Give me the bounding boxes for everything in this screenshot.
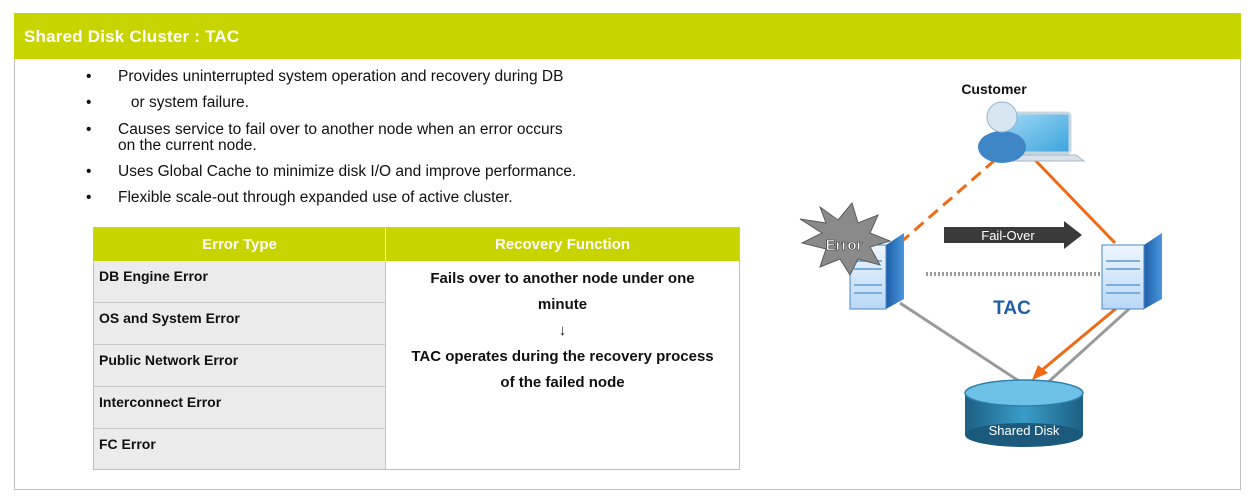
page-title: Shared Disk Cluster : TAC (24, 27, 240, 46)
table-row: FC Error (94, 429, 386, 469)
right-server-icon (1101, 233, 1162, 310)
recovery-function-cell: Fails over to another node under one min… (386, 261, 739, 469)
failover-disk-link (1041, 299, 1126, 372)
failover-arrowhead (1032, 365, 1048, 380)
recovery-line: TAC operates during the recovery process (411, 348, 714, 365)
tac-diagram: Shared Disk Error Fail-Over TAC Customer (799, 81, 1162, 447)
left-node-disk-link (899, 301, 1026, 387)
customer-person-icon (978, 101, 1026, 163)
bullet-marker: • (86, 68, 92, 85)
bullet-marker: • (86, 189, 92, 206)
table-row: Public Network Error (94, 345, 386, 387)
bullet-text: or system failure. (118, 94, 249, 111)
customer-label: Customer (961, 81, 1027, 97)
header-bar: Shared Disk Cluster : TAC (14, 13, 1241, 59)
error-label: Error (826, 237, 863, 254)
error-recovery-table: Error Type Recovery Function DB Engine E… (93, 227, 740, 470)
bullet-marker: • (86, 121, 92, 138)
bullet-marker: • (86, 163, 92, 180)
bullet-text: on the current node. (118, 137, 257, 154)
column-header-error-type: Error Type (94, 228, 386, 261)
right-node-disk-link (1043, 297, 1142, 387)
bullet-text: Causes service to fail over to another n… (118, 121, 563, 138)
table-row: OS and System Error (94, 303, 386, 345)
shared-disk-icon (964, 379, 1084, 447)
down-arrow: ↓ (558, 322, 567, 339)
tac-label: TAC (993, 298, 1031, 319)
bullet-text: Uses Global Cache to minimize disk I/O a… (118, 163, 577, 180)
bullet-text: Provides uninterrupted system operation … (118, 68, 564, 85)
bullet-text: Flexible scale-out through expanded use … (118, 189, 513, 206)
recovery-line: of the failed node (500, 374, 625, 391)
column-header-recovery-function: Recovery Function (386, 228, 739, 261)
customer-left-link (899, 158, 996, 245)
error-burst-icon (799, 201, 892, 277)
recovery-line: minute (537, 296, 588, 313)
failover-arrow (944, 221, 1082, 249)
shared-disk-label: Shared Disk (989, 423, 1060, 438)
table-row: DB Engine Error (94, 261, 386, 303)
recovery-line: Fails over to another node under one (430, 270, 695, 287)
table-row: Interconnect Error (94, 387, 386, 429)
customer-right-link (1033, 158, 1117, 245)
bullet-marker: • (86, 94, 92, 111)
failover-label: Fail-Over (981, 228, 1035, 243)
